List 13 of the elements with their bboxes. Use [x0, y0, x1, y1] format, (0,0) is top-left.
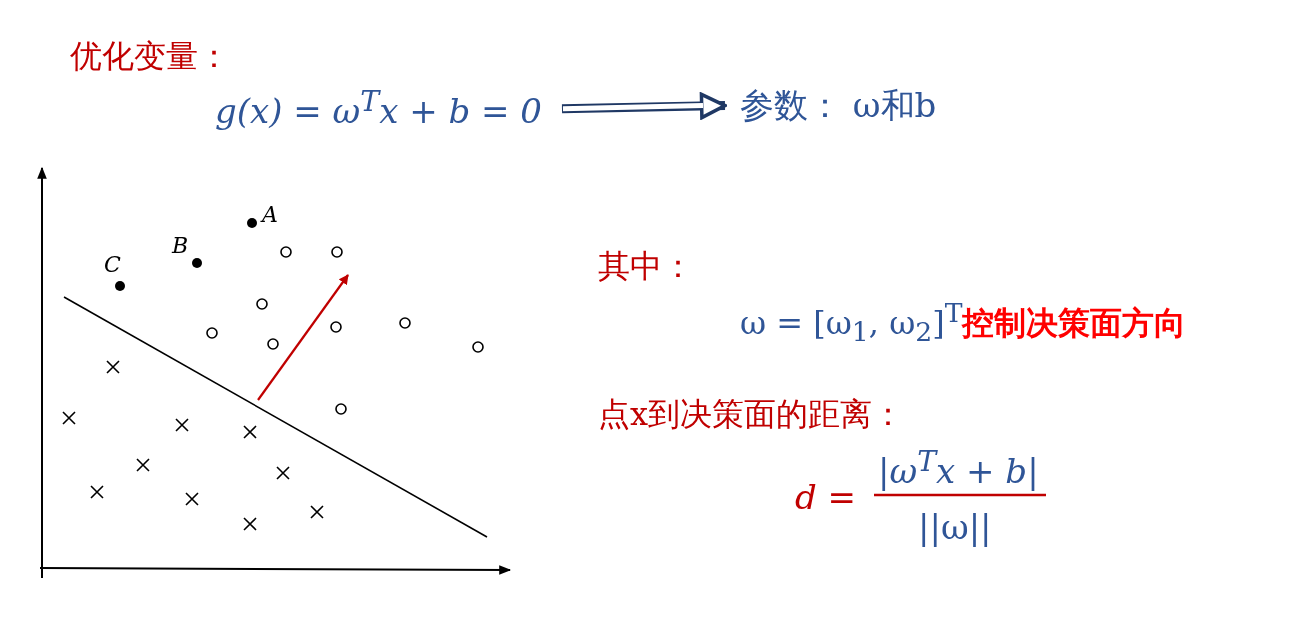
point-label: B [172, 233, 189, 259]
point-label: C [104, 252, 121, 278]
heading-text: 优化变量： [70, 38, 230, 75]
denominator-text: ||ω|| [918, 508, 992, 548]
equation-text: g(x) = ω$^{T}$x + b = 0 [215, 86, 542, 132]
block-arrow [561, 92, 727, 120]
point-label: A [262, 202, 278, 228]
parameter-text: 参数： ω和b [740, 86, 937, 126]
formula-text: d = [795, 478, 857, 518]
heading-text: 点x到决策面的距离： [598, 396, 905, 433]
heading-text: 其中： [598, 248, 694, 285]
formula-text: ω = [ω$_{1}$, ω$_{2}$]$^{T}$控制决策面方向 [740, 298, 1187, 348]
numerator-text: |ω$^{T}$x + b| [878, 446, 1039, 492]
